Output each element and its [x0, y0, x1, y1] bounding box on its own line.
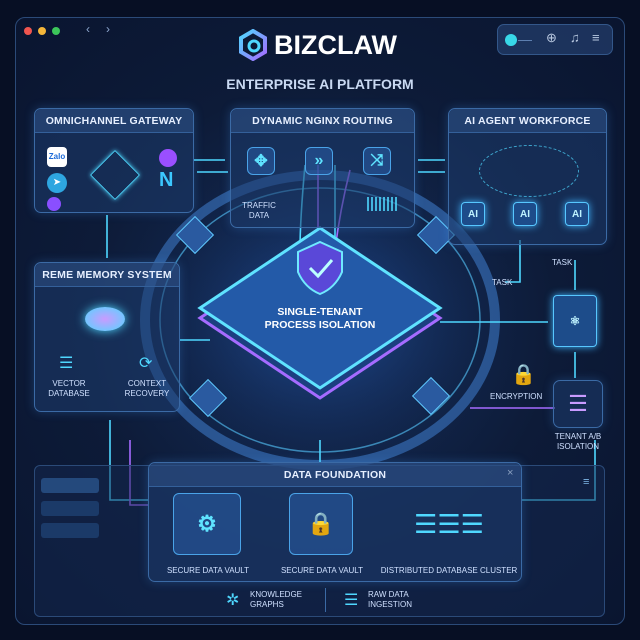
brand-title: BIZCLAW: [274, 30, 397, 60]
sidebar-item[interactable]: [41, 501, 99, 516]
n-channel-icon: N: [159, 169, 174, 191]
close-window-button[interactable]: [24, 27, 32, 35]
zalo-icon: Zalo: [47, 147, 67, 167]
maximize-window-button[interactable]: [52, 27, 60, 35]
menu-icon[interactable]: ≡: [592, 30, 600, 45]
vault-lock-icon: 🔒: [289, 493, 353, 555]
bizclaw-logo-icon: [239, 29, 267, 61]
load-balance-icon: ✥: [247, 147, 275, 175]
bell-icon[interactable]: ♫: [570, 30, 580, 45]
sidebar-item[interactable]: [41, 478, 99, 493]
messenger-icon: [159, 149, 177, 167]
recovery-icon: ⟳: [139, 355, 153, 372]
sidebar-item[interactable]: [41, 523, 99, 538]
lock-icon: 🔒: [511, 364, 536, 386]
shield-icon: [297, 240, 343, 296]
network-hub-icon: [90, 150, 140, 200]
task-label: TASK: [552, 258, 573, 267]
vault-label: SECURE DATA VAULT: [166, 566, 250, 575]
minimize-window-button[interactable]: [38, 27, 46, 35]
globe-icon[interactable]: ⊕: [546, 30, 557, 45]
telegram-icon: ➤: [47, 173, 67, 193]
brand-subtitle: ENTERPRISE AI PLATFORM: [226, 76, 414, 92]
database-icon: ☰: [59, 355, 74, 372]
core-label-line1: SINGLE-TENANT: [277, 306, 363, 318]
back-chevron-icon[interactable]: ‹: [86, 22, 90, 36]
ai-processor-chip: ⚛: [553, 295, 597, 347]
core-label-line2: PROCESS ISOLATION: [264, 319, 376, 331]
panel-title: AI AGENT WORKFORCE: [449, 109, 606, 133]
ai-chip: AI: [513, 202, 537, 226]
close-icon[interactable]: ×: [507, 467, 514, 479]
knowledge-graph-icon: ✲: [226, 592, 240, 609]
panel-title: DYNAMIC NGINX ROUTING: [231, 109, 414, 133]
encryption-label: ENCRYPTION: [490, 392, 543, 401]
forward-icon: »: [305, 147, 333, 175]
traffic-bars-icon: [367, 197, 399, 211]
database-cluster-icon: ☰☰☰: [414, 508, 484, 539]
status-toggle[interactable]: [505, 34, 517, 46]
neural-network-icon: [479, 145, 579, 197]
vault-label: SECURE DATA VAULT: [280, 566, 364, 575]
toolbar: ⊕ ♫ ≡: [497, 24, 613, 55]
vault-gear-icon: ⚙: [173, 493, 241, 555]
data-foundation-panel: DATA FOUNDATION × ⚙ 🔒 ☰☰☰ SECURE DATA VA…: [148, 462, 522, 582]
task-label: TASK: [492, 278, 513, 287]
messenger-icon: [47, 197, 61, 211]
cluster-label: DISTRIBUTED DATABASE CLUSTER: [380, 566, 518, 575]
memory-core-icon: [85, 307, 125, 331]
divider: [518, 40, 532, 41]
panel-title: DATA FOUNDATION: [149, 463, 521, 487]
list-menu-icon[interactable]: ≡: [583, 476, 590, 488]
ai-agent-workforce-panel: AI AGENT WORKFORCE AI AI AI: [448, 108, 607, 245]
ai-chip: AI: [461, 202, 485, 226]
ai-chip: AI: [565, 202, 589, 226]
omnichannel-gateway-panel: OMNICHANNEL GATEWAY Zalo ➤ N: [34, 108, 194, 213]
shuffle-icon: ⤨: [363, 147, 391, 175]
divider: [325, 588, 326, 612]
database-icon: ☰: [344, 592, 359, 609]
panel-title: REME MEMORY SYSTEM: [35, 263, 179, 287]
forward-chevron-icon[interactable]: ›: [106, 22, 110, 36]
panel-title: OMNICHANNEL GATEWAY: [35, 109, 193, 133]
core-label: SINGLE-TENANT PROCESS ISOLATION: [220, 306, 420, 332]
tenant-database-icon: ☰: [553, 380, 603, 428]
